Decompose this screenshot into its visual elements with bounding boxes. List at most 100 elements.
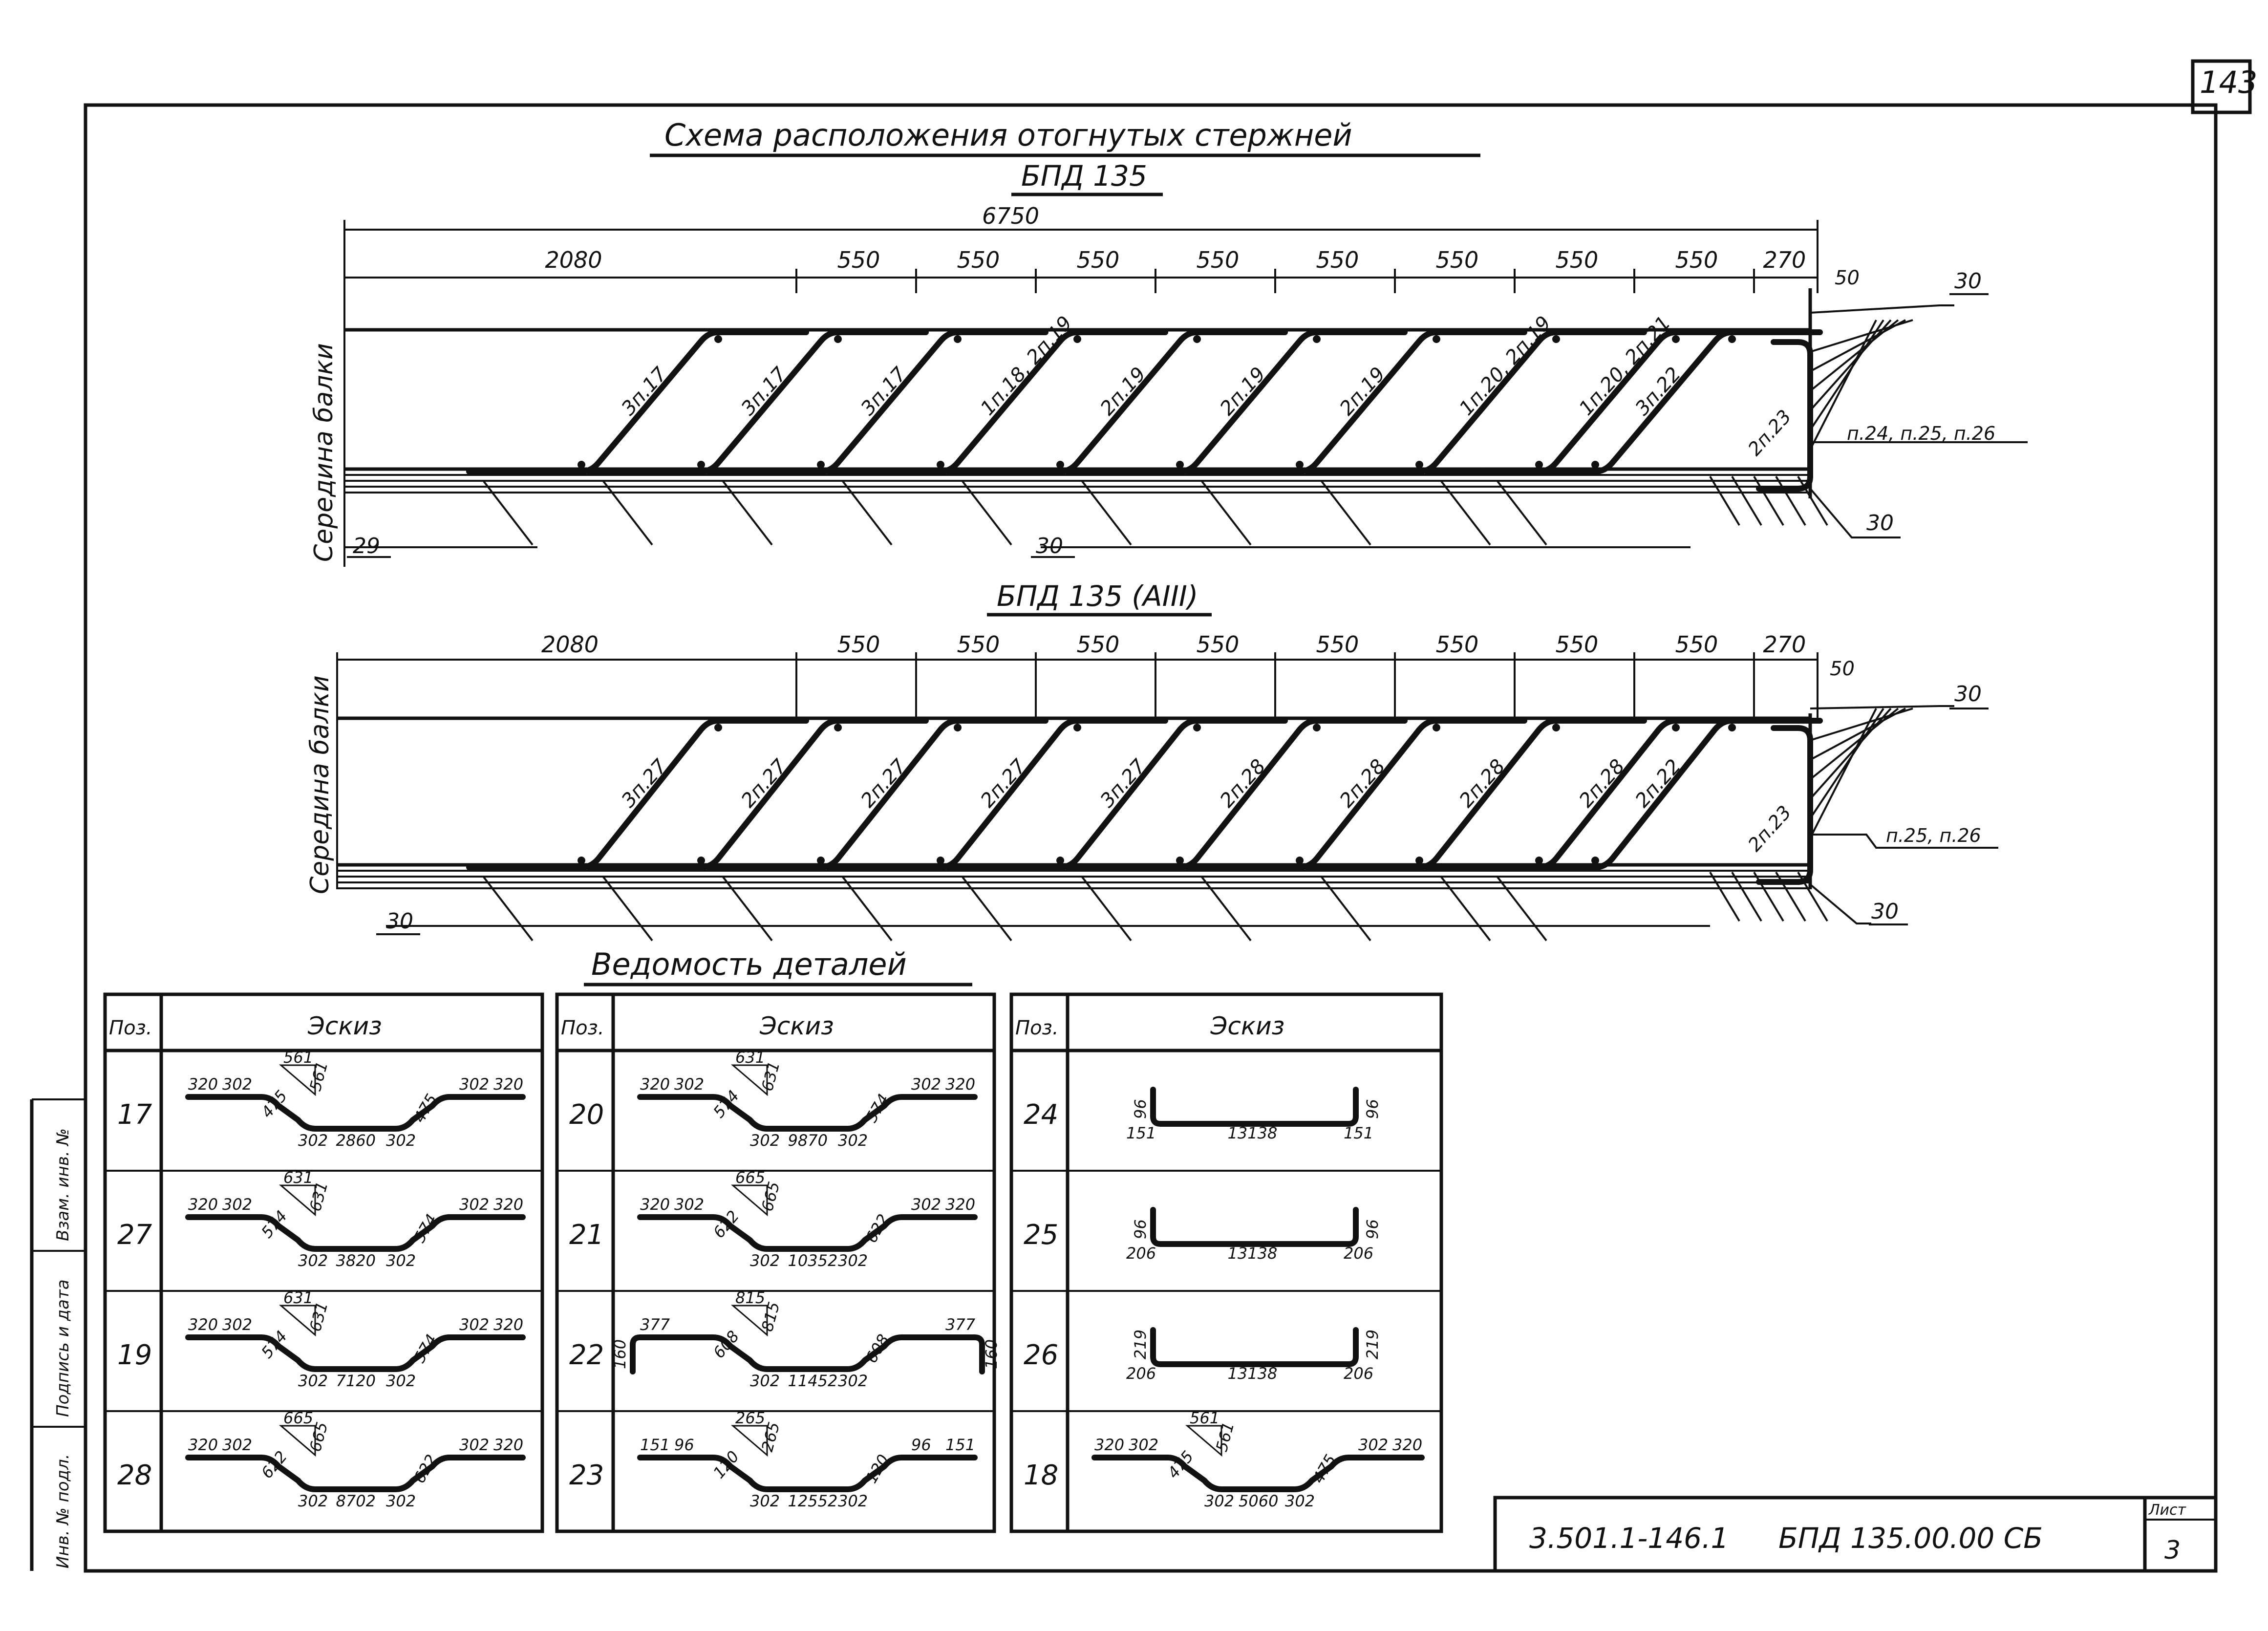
sketch-dim: 12552 — [788, 1492, 838, 1510]
b1-leader — [1321, 480, 1371, 546]
b1-leader — [1809, 320, 1877, 450]
b2-bar-dot — [697, 857, 705, 864]
sketch-bar — [1091, 1455, 1425, 1492]
b1-bar-dot — [1056, 461, 1064, 469]
sketch-dim: 302 — [1204, 1492, 1234, 1510]
sketch-dim: 574 — [257, 1327, 291, 1362]
sketch-dim: 574 — [257, 1207, 291, 1242]
sketch-dim: 219 — [1363, 1330, 1382, 1359]
side-stamp: Взам. инв. № Подпись и дата Инв. № подл. — [53, 1128, 73, 1568]
table-row-pos: 17 — [117, 1099, 152, 1131]
sketch-dim: 320 — [188, 1436, 218, 1454]
b1-bent-bar — [825, 329, 1168, 474]
b2-bent-bar — [1184, 718, 1527, 870]
sketch-dim: 8702 — [336, 1492, 376, 1510]
sketch-dim: 11452 — [788, 1372, 838, 1390]
b1-bent-bar — [945, 329, 1288, 474]
sketch-dim: 377 — [640, 1315, 670, 1334]
b1-leader — [1809, 319, 1884, 431]
sketch-dim: 302 — [1129, 1436, 1158, 1454]
b2-leader — [1797, 871, 1828, 922]
b2-bent-bar — [1480, 718, 1823, 870]
sketch-dim: 622 — [257, 1447, 291, 1482]
table-row-pos: 19 — [117, 1339, 152, 1371]
b1-bent-bar — [1184, 329, 1527, 474]
sketch-bar — [1150, 1327, 1359, 1367]
sheet-frame — [30, 59, 2252, 1573]
b2-dim-label: 550 — [957, 631, 1000, 658]
table-row-pos: 25 — [1024, 1219, 1058, 1251]
b1-bar-dot — [1296, 461, 1304, 469]
sketch-bar — [637, 1214, 978, 1252]
sketch-dim: 302 — [386, 1492, 416, 1510]
b1-leader — [1810, 319, 1906, 372]
b1-leader — [1753, 475, 1784, 526]
b1-bar-dot — [714, 335, 722, 343]
table-frame — [1009, 992, 1443, 1533]
table-row-pos: 22 — [569, 1339, 604, 1371]
beam-1-callout-bottom-mid: 30 — [1036, 534, 1063, 558]
b1-leader — [1775, 475, 1806, 526]
b1-bar-dot — [1728, 335, 1736, 343]
sketch-hook — [972, 1334, 985, 1374]
sketch-dim: 815 — [735, 1288, 765, 1307]
sketch-dim: 3820 — [336, 1251, 376, 1270]
sketch-dim: 574 — [709, 1087, 743, 1121]
sketch-dim: 320 — [493, 1315, 523, 1334]
b2-leader — [1081, 876, 1132, 942]
sketch-triangle — [278, 1425, 316, 1457]
sketch-bar — [185, 1334, 526, 1372]
sketch-dim: 320 — [640, 1075, 670, 1094]
sketch-dim: 302 — [459, 1075, 489, 1094]
b2-bar-dot — [578, 857, 585, 864]
b2-bar-dot — [1176, 857, 1184, 864]
b1-bent-bar — [586, 329, 929, 474]
table-row-pos: 18 — [1024, 1459, 1058, 1491]
beam-2-callout-side: п.25, п.26 — [1886, 825, 1981, 846]
b2-bar-dot — [714, 724, 722, 731]
b1-leader — [1709, 475, 1740, 526]
sketch-dim: 302 — [674, 1195, 704, 1214]
b1-dim-label: 550 — [1436, 247, 1479, 273]
b2-dim-label: 550 — [1197, 631, 1240, 658]
b1-bar-dot — [937, 461, 944, 469]
sketch-dim: 206 — [1344, 1364, 1373, 1383]
schedule-title: Ведомость деталей — [591, 946, 907, 982]
b2-dim-label: 550 — [1556, 631, 1599, 658]
sketch-dim: 665 — [283, 1409, 313, 1427]
b2-bar-dot — [1591, 857, 1599, 864]
b2-dim-label: 2080 — [541, 631, 599, 658]
b1-dim-label: 550 — [1077, 247, 1120, 273]
b1-bar-dot — [1313, 335, 1321, 343]
b2-leader — [602, 876, 653, 942]
sketch-dim: 302 — [222, 1195, 252, 1214]
sketch-dim: 302 — [838, 1251, 868, 1270]
sketch-dim: 302 — [459, 1315, 489, 1334]
sketch-triangle — [730, 1305, 768, 1337]
b2-dim-label: 550 — [837, 631, 880, 658]
b2-bent-bar — [825, 718, 1168, 870]
b1-bent-bar — [1480, 329, 1823, 474]
table-row-pos: 28 — [117, 1459, 152, 1491]
beam-1-dim-end: 50 — [1835, 267, 1860, 289]
sketch-dim: 151 — [945, 1436, 975, 1454]
table-row-pos: 20 — [569, 1099, 604, 1131]
beam-1-side-label: Середина балки — [309, 343, 339, 562]
b1-bar-dot — [1415, 461, 1423, 469]
main-title: Схема расположения отогнутых стержней — [664, 117, 1352, 153]
table-row-pos: 26 — [1024, 1339, 1058, 1371]
sketch-triangle — [730, 1425, 768, 1457]
b2-dim-label: 270 — [1763, 631, 1806, 658]
sketch-dim: 475 — [257, 1087, 291, 1121]
b1-bar-dot — [697, 461, 705, 469]
sketch-dim: 622 — [709, 1207, 743, 1242]
sketch-dim: 2860 — [336, 1131, 376, 1150]
b2-leader — [1775, 871, 1806, 922]
b1-leader — [1440, 480, 1491, 546]
beam-1-title: БПД 135 — [1021, 159, 1147, 193]
sketch-dim: 219 — [1131, 1330, 1150, 1359]
sketch-triangle — [278, 1305, 316, 1337]
